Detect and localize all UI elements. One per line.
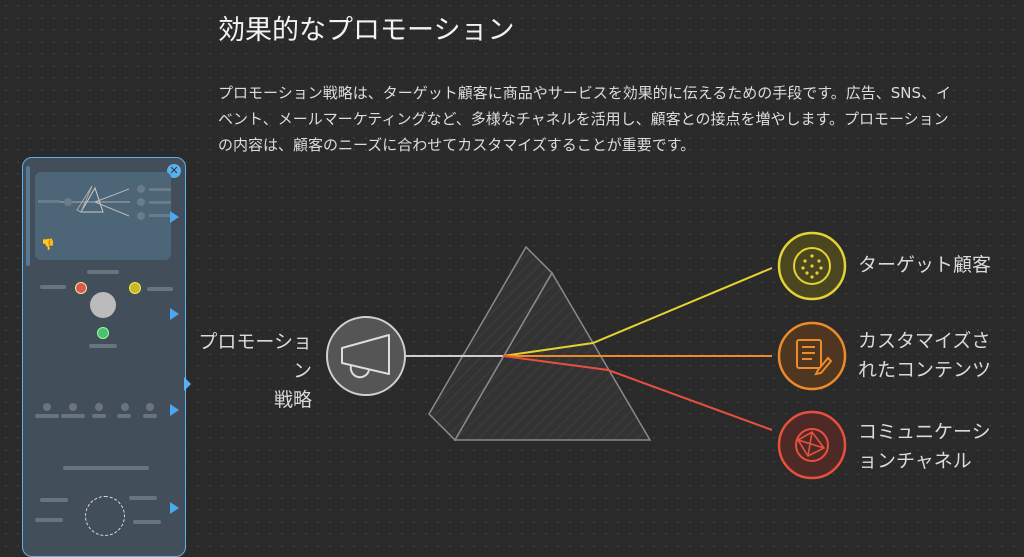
megaphone-thumbnail-icon: [90, 292, 116, 318]
description: プロモーション戦略は、ターゲット顧客に商品やサービスを効果的に伝えるための手段で…: [218, 84, 952, 154]
source-label-line1: プロモーション: [198, 331, 312, 382]
output-label-line: ターゲット顧客: [858, 254, 992, 276]
red-node-icon: [75, 282, 87, 294]
apply-variant-arrow[interactable]: [170, 502, 179, 514]
cycle-icon: [85, 496, 125, 536]
output-label-line: ョンチャネル: [858, 450, 972, 472]
page-title: 効果的なプロモーション: [218, 15, 515, 46]
close-icon[interactable]: ✕: [167, 164, 181, 178]
ray-yellow: [502, 267, 773, 357]
document-pencil-icon: [777, 321, 847, 391]
megaphone-icon: [326, 316, 406, 396]
layout-variant-panel[interactable]: ✕ 👎: [22, 157, 186, 557]
panel-pointer: [184, 377, 191, 391]
globe-network-icon: [777, 410, 847, 480]
variant-thumbnail-prism[interactable]: 👎: [35, 172, 171, 260]
source-label: プロモーション 戦略: [180, 328, 312, 415]
variant-thumbnail-row[interactable]: [35, 398, 171, 428]
prism-diagram: [326, 231, 847, 480]
output-label-target: ターゲット顧客: [858, 251, 991, 280]
variant-thumbnail-hub[interactable]: [35, 270, 173, 350]
output-label-line: コミュニケーシ: [858, 421, 991, 443]
output-label-line: カスタマイズさ: [858, 330, 991, 352]
thumbs-down-icon: 👎: [41, 238, 55, 251]
source-label-line2: 戦略: [273, 389, 312, 411]
ray-red: [502, 355, 773, 431]
target-dots-icon: [777, 231, 847, 301]
apply-variant-arrow[interactable]: [170, 404, 179, 416]
prism: [428, 245, 652, 442]
variant-thumbnail-cycle[interactable]: [35, 466, 171, 556]
output-label-content: カスタマイズさ れたコンテンツ: [858, 327, 991, 385]
apply-variant-arrow[interactable]: [170, 308, 179, 320]
apply-variant-arrow[interactable]: [170, 211, 179, 223]
prism-thumbnail-icon: 👎: [38, 185, 171, 251]
panel-scrollbar[interactable]: [26, 166, 30, 266]
output-label-line: れたコンテンツ: [858, 359, 992, 381]
output-label-channel: コミュニケーシ ョンチャネル: [858, 418, 991, 476]
